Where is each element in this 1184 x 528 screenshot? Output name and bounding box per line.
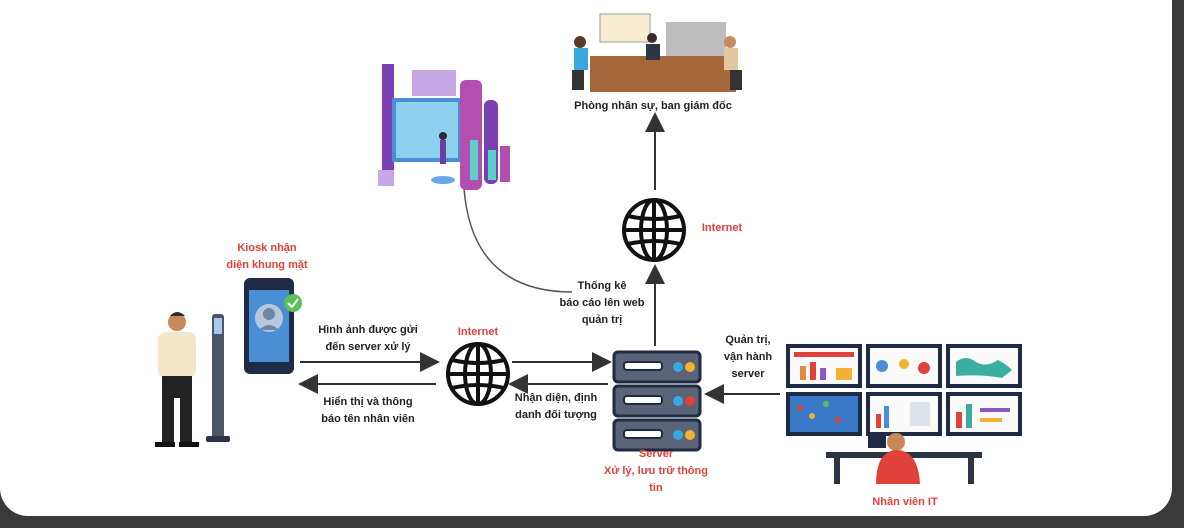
- kiosk-stand-icon: [206, 314, 230, 442]
- curve-stats-to-dashboard: [463, 187, 573, 293]
- send-line2: đến server xử lý: [325, 341, 411, 353]
- internet-top-label: Internet: [701, 222, 743, 234]
- kiosk-label: Kiosk nhận diện khung mặt: [212, 240, 322, 274]
- display-name-label: Hiển thị và thông báo tên nhân viên: [306, 394, 430, 428]
- connectors-layer: [155, 13, 1022, 484]
- recog-line1: Nhận diện, định: [514, 392, 598, 404]
- server-line1: Xử lý, lưu trữ thông: [604, 465, 708, 477]
- stats-line3: quản trị: [581, 314, 623, 326]
- kiosk-phone-icon: [244, 278, 302, 374]
- admin-line3: server: [731, 368, 765, 380]
- diagram-canvas: Kiosk nhận diện khung mặt Phòng nhân sự,…: [0, 0, 1172, 516]
- internet-mid-label: Internet: [457, 326, 499, 338]
- office-illustration-icon: [572, 13, 742, 92]
- admin-line2: vận hành: [723, 351, 773, 363]
- stats-line2: báo cáo lên web: [559, 297, 645, 309]
- recog-rest: đối tượng: [541, 409, 597, 421]
- globe-icon: [446, 342, 510, 406]
- kiosk-label-line1: Kiosk nhận: [237, 242, 297, 254]
- it-staff-label: Nhân viên IT: [872, 496, 938, 508]
- display-line2: báo tên nhân viên: [321, 413, 415, 425]
- dashboard-illustration-icon: [378, 64, 510, 190]
- it-monitor-wall-icon: [786, 344, 1022, 484]
- recog-line2: danh đối tượng: [504, 407, 608, 424]
- hr-label: Phòng nhân sự, ban giám đốc: [574, 100, 732, 112]
- server-icon: [612, 350, 702, 452]
- globe-icon: [622, 198, 686, 262]
- stats-line1: Thống kê: [577, 280, 627, 292]
- display-line1: Hiển thị và thông: [323, 396, 413, 408]
- server-line2: tin: [649, 482, 663, 494]
- server-title: Server: [638, 448, 674, 460]
- recognition-label: Nhận diện, định danh đối tượng: [504, 390, 608, 424]
- recog-bold-word: danh: [515, 409, 542, 421]
- admin-line1: Quản trị,: [725, 334, 771, 346]
- employee-figure-icon: [155, 312, 199, 447]
- stats-label: Thống kê báo cáo lên web quản trị: [548, 278, 656, 329]
- admin-label: Quản trị, vận hành server: [712, 332, 784, 383]
- server-label: Server Xử lý, lưu trữ thông tin: [586, 446, 726, 497]
- send-line1: Hình ảnh được gửi: [318, 324, 418, 336]
- send-image-label: Hình ảnh được gửi đến server xử lý: [306, 322, 430, 356]
- kiosk-label-line2: diện khung mặt: [226, 259, 308, 271]
